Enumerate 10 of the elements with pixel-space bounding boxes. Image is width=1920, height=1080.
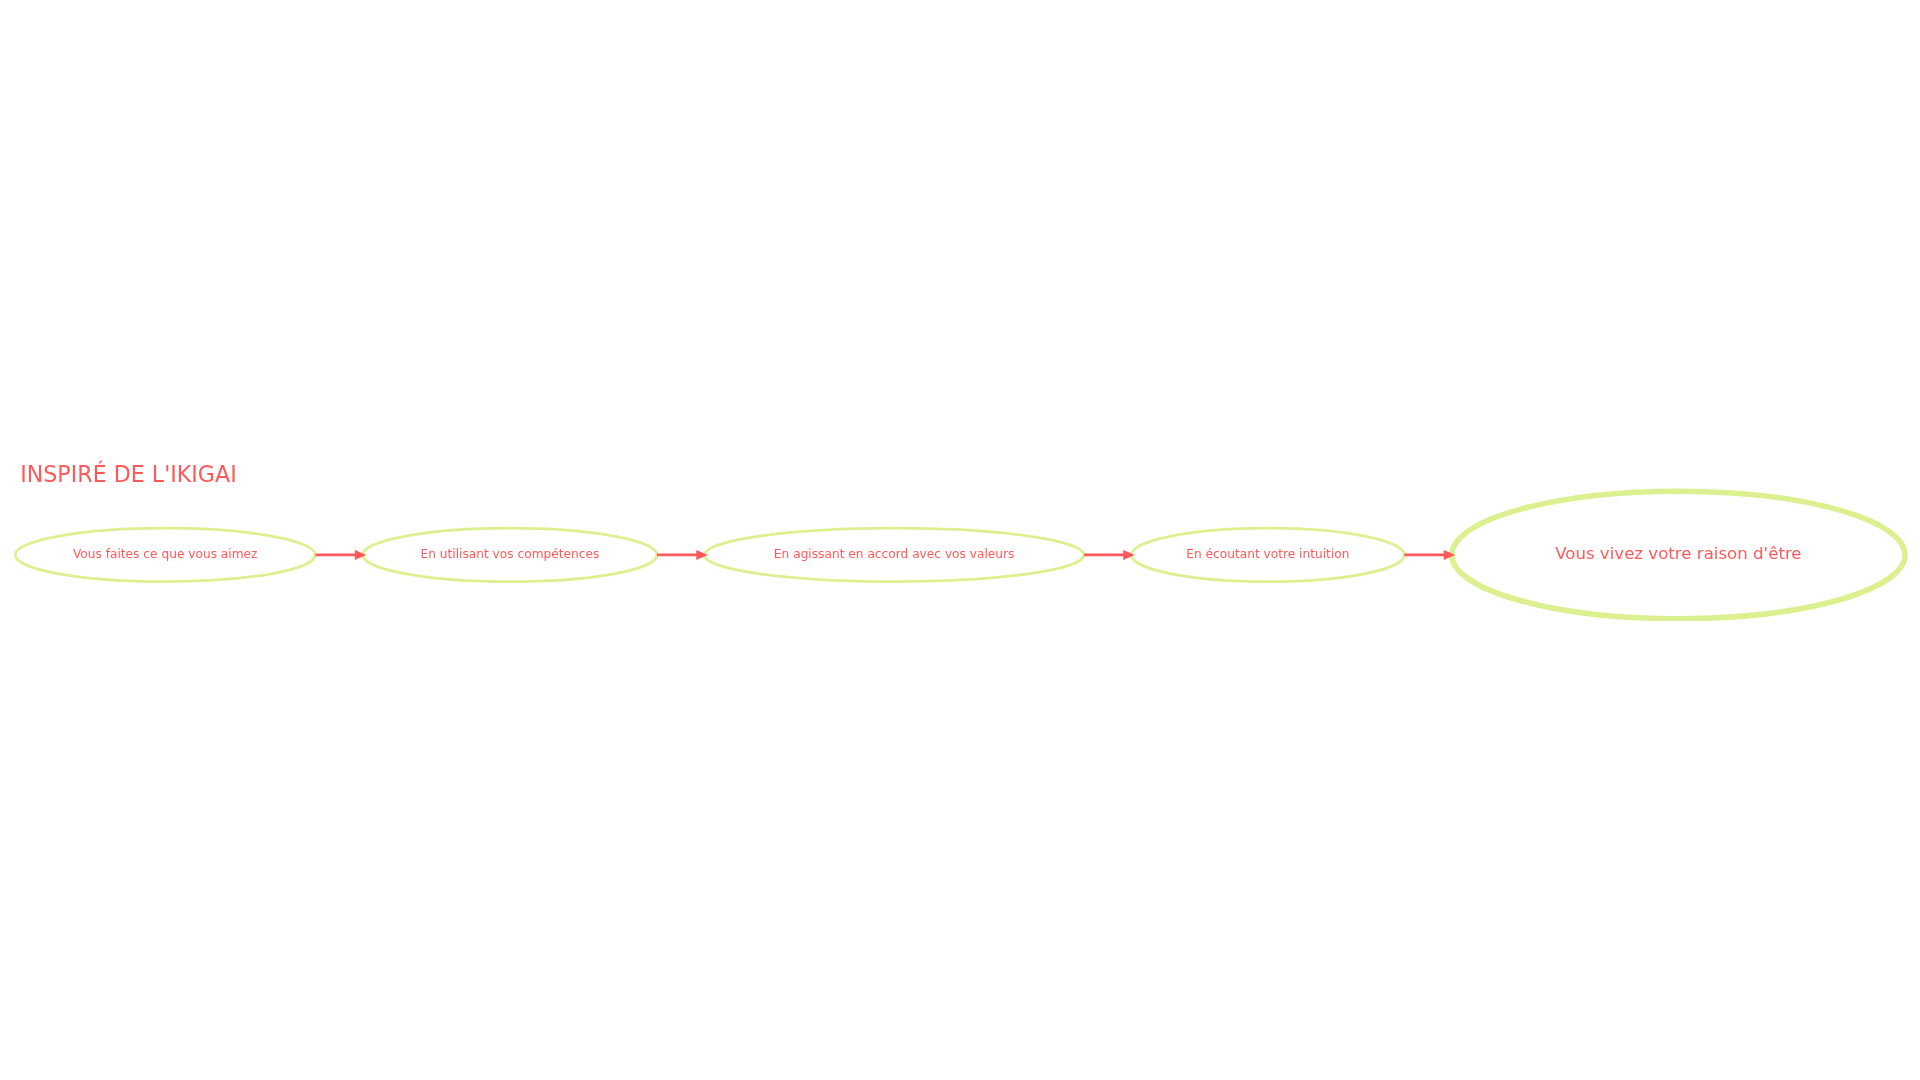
diagram-title: INSPIRÉ DE L'IKIGAI bbox=[20, 460, 237, 487]
node-ellipse: Vous vivez votre raison d'être bbox=[1449, 487, 1908, 621]
arrow bbox=[1404, 549, 1456, 560]
arrow bbox=[656, 549, 708, 560]
arrow bbox=[1084, 549, 1135, 560]
node-ellipse: En agissant en accord avec vos valeurs bbox=[703, 526, 1086, 583]
arrow bbox=[315, 549, 367, 560]
node-ellipse: En utilisant vos compétences bbox=[361, 526, 659, 583]
node-ellipse: Vous faites ce que vous aimez bbox=[13, 526, 317, 583]
node-ellipse: En écoutant votre intuition bbox=[1130, 526, 1406, 583]
